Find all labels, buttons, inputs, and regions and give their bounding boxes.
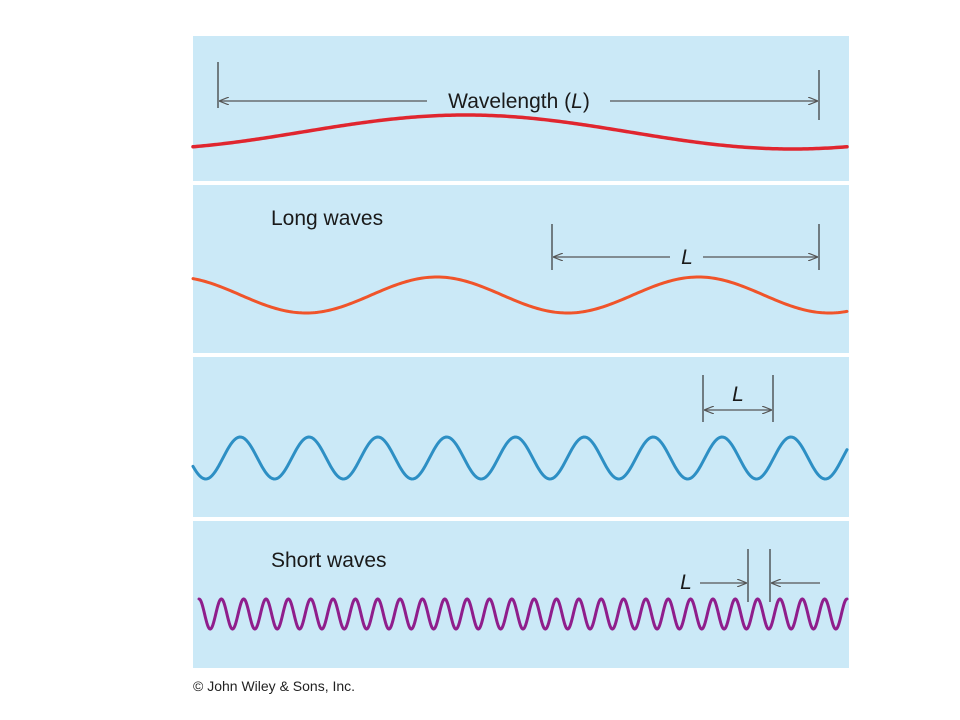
panel-wavelength: Wavelength (L) [191,36,849,181]
medium-l-label: L [732,383,744,406]
wave-curve-long [191,275,849,315]
panel-3-background [193,357,849,517]
long-waves-label: Long waves [271,207,383,230]
wavelength-label: Wavelength (L) [448,90,590,113]
wave-curve-medium [191,435,849,481]
panel-medium-waves: L [191,357,849,517]
short-waves-label: Short waves [271,549,387,572]
wave-curve-short [197,597,849,631]
panel-1-background [193,36,849,181]
panel-4-background [193,521,849,668]
panel-2-background [193,185,849,353]
panel-long-waves: Long waves L [191,185,849,353]
wave-curve-wavelength [191,113,849,151]
long-l-label: L [681,246,693,269]
copyright-notice: © John Wiley & Sons, Inc. [193,678,356,694]
short-l-label: L [680,571,692,594]
panel-short-waves: Short waves L [193,521,849,668]
